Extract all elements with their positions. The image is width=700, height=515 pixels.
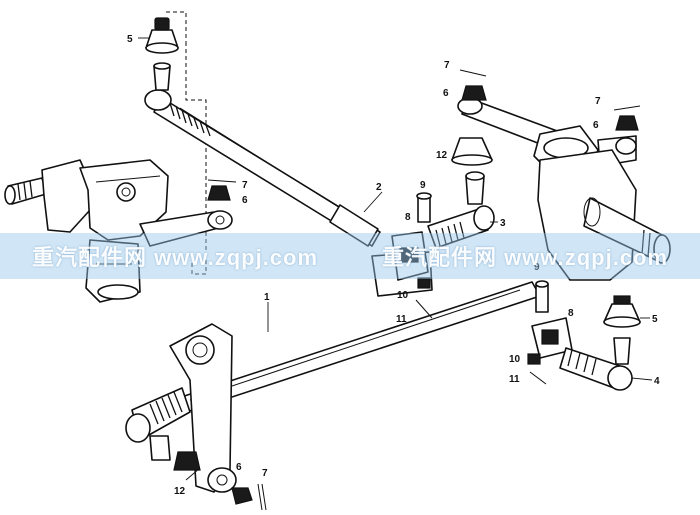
tie-rod-end-3 [427, 171, 495, 249]
pitman-arm [169, 323, 237, 493]
dust-boot-top [145, 17, 179, 54]
alignment-dashed-line [166, 11, 207, 275]
right-steering-knuckle [457, 97, 671, 281]
leader-lines [138, 37, 653, 481]
cotter-pin-left [207, 179, 237, 183]
dust-boot-right [603, 295, 641, 328]
callout-6-upper: 6 [443, 88, 449, 99]
callout-6-lower: 6 [236, 462, 242, 473]
callout-6-right: 6 [593, 120, 599, 131]
callout-2: 2 [376, 182, 382, 193]
callout-7-left: 7 [242, 180, 248, 191]
watermark-text-left: 重汽配件网 www.zqpj.com [31, 245, 319, 270]
callout-8-right: 8 [568, 308, 574, 319]
clamp-nut-center [417, 277, 431, 289]
callout-10-center: 10 [397, 290, 409, 301]
cotter-pin-center [415, 299, 433, 319]
callout-5-top: 5 [127, 34, 133, 45]
callout-7-lower: 7 [262, 468, 268, 479]
callout-9-right: 9 [534, 262, 540, 273]
left-steering-knuckle [4, 159, 233, 303]
ball-joint-lower-left [125, 387, 191, 461]
watermark-banner: 重汽配件网 www.zqpj.com 重汽配件网 www.zqpj.com [0, 233, 700, 279]
cotter-pin-upper-right-b [613, 105, 641, 111]
callout-12-lower: 12 [174, 486, 186, 497]
callout-10-right: 10 [509, 354, 521, 365]
watermark-text-right: 重汽配件网 www.zqpj.com [381, 245, 669, 270]
callout-11-right: 11 [509, 374, 520, 385]
cotter-pin-upper-right-a [459, 69, 487, 77]
callout-7-right: 7 [595, 96, 601, 107]
callout-9-center: 9 [420, 180, 426, 191]
callout-4: 4 [654, 376, 660, 387]
callout-8-center: 8 [405, 212, 411, 223]
callout-5-right: 5 [652, 314, 658, 325]
callout-11-center: 11 [396, 314, 407, 325]
castle-nut-upper-right-b [615, 115, 639, 131]
callout-6-left: 6 [242, 195, 248, 206]
dust-boot-center [451, 137, 493, 166]
tie-rod-end-4 [559, 337, 633, 391]
ball-joint-upper-left [144, 62, 172, 111]
callout-12-center: 12 [436, 150, 448, 161]
callout-3: 3 [500, 218, 506, 229]
callout-7-upper: 7 [444, 60, 450, 71]
cotter-pin-lower [257, 483, 267, 511]
center-clamp [391, 192, 432, 281]
castle-nut-upper-right-a [461, 85, 487, 101]
dust-boot-lower [173, 451, 201, 471]
castle-nut-lower [231, 487, 253, 505]
callout-1: 1 [264, 292, 270, 303]
castle-nut-left [207, 185, 231, 201]
